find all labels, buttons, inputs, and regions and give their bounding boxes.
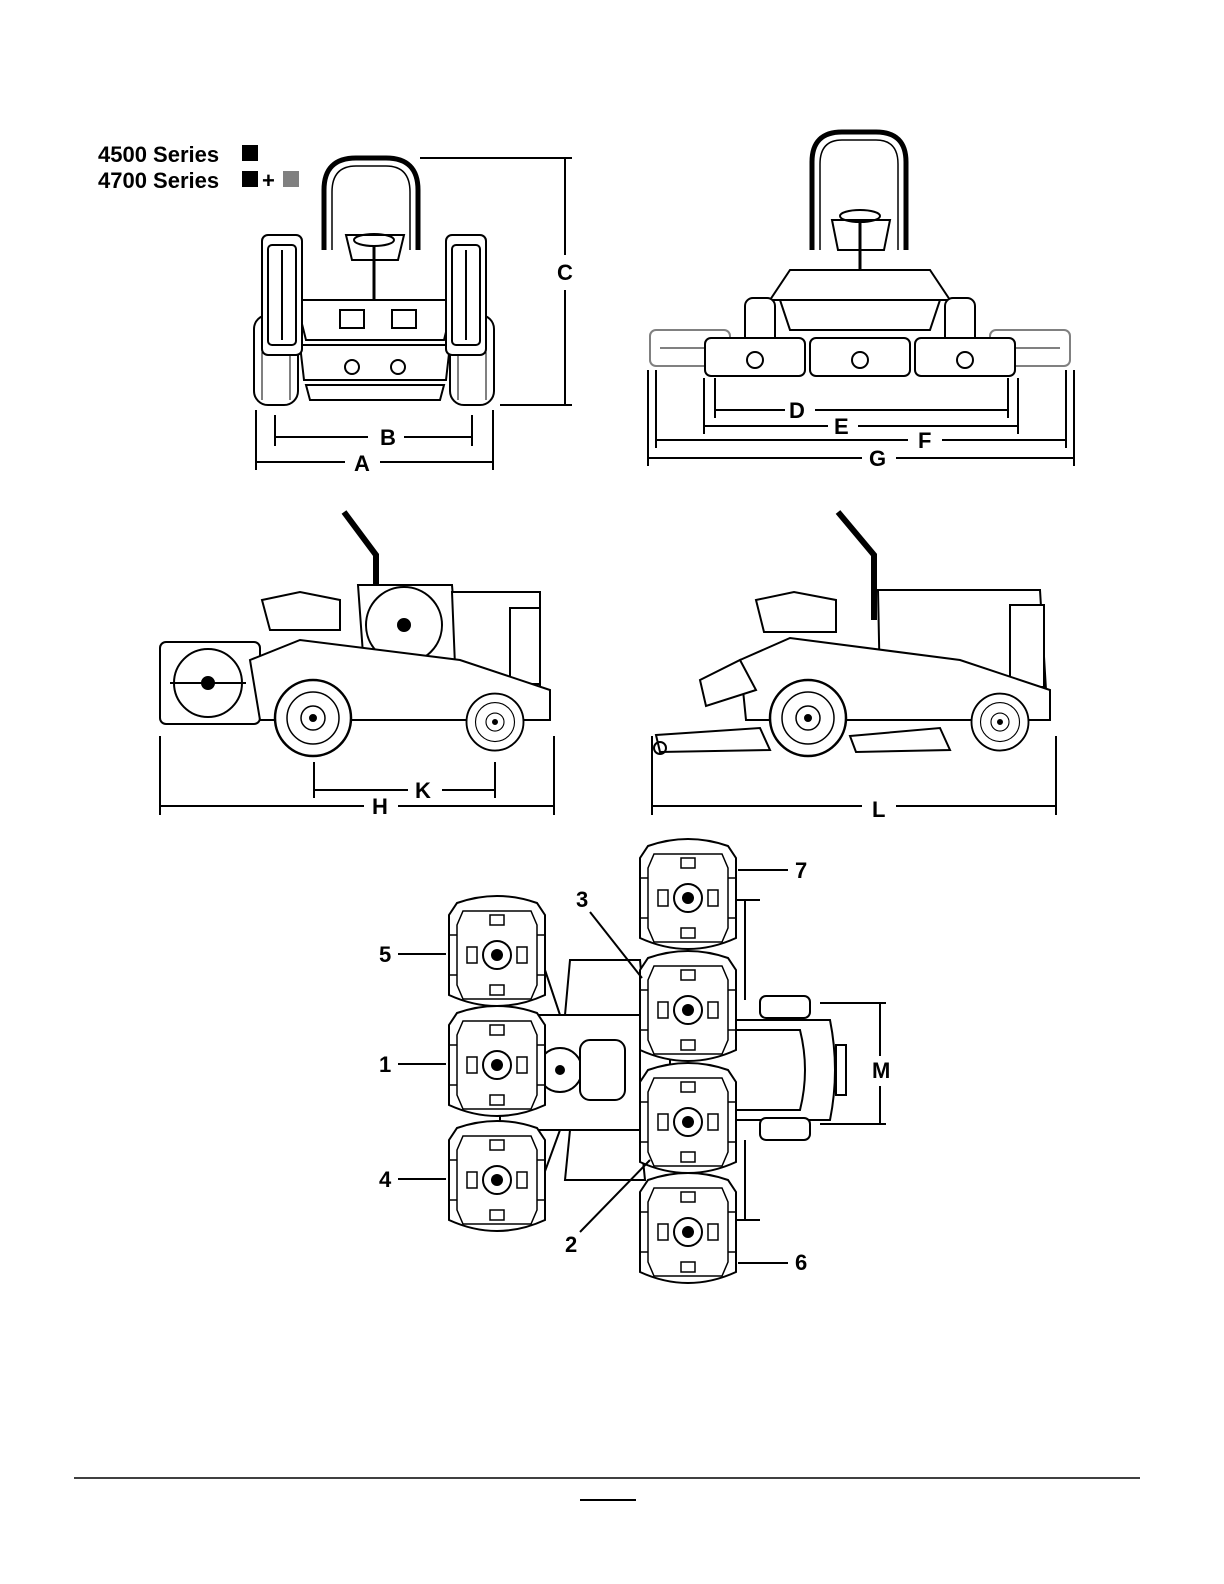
deck-3 — [640, 951, 736, 1061]
callout-2: 2 — [565, 1232, 577, 1257]
legend-gray-swatch — [283, 171, 299, 187]
callout-7: 7 — [795, 858, 807, 883]
dimension-label-d: D — [789, 398, 805, 423]
legend-black-swatch-2 — [242, 171, 258, 187]
legend-4700-label: 4700 Series — [98, 168, 219, 193]
callout-4: 4 — [379, 1167, 392, 1192]
dimension-label-f: F — [918, 428, 931, 453]
callout-3: 3 — [576, 887, 588, 912]
dimension-label-e: E — [834, 414, 849, 439]
front-view-4500 — [254, 158, 494, 405]
dimension-label-m: M — [872, 1058, 890, 1083]
deck-1 — [449, 1006, 545, 1116]
dimension-label-l: L — [872, 797, 885, 822]
deck-5 — [449, 896, 545, 1006]
dimension-label-b: B — [380, 425, 396, 450]
side-view-4500 — [160, 512, 550, 756]
dimension-lines-front-4700 — [648, 370, 1074, 466]
legend-4500-label: 4500 Series — [98, 142, 219, 167]
dimension-label-a: A — [354, 451, 370, 476]
dimension-label-c: C — [557, 260, 573, 285]
series-legend: 4500 Series 4700 Series + — [98, 142, 299, 193]
deck-6 — [640, 1173, 736, 1283]
side-view-4700 — [654, 512, 1050, 756]
dimension-label-k: K — [415, 778, 431, 803]
callout-1: 1 — [379, 1052, 391, 1077]
callout-5: 5 — [379, 942, 391, 967]
dimension-label-h: H — [372, 794, 388, 819]
callout-6: 6 — [795, 1250, 807, 1275]
deck-4 — [449, 1121, 545, 1231]
deck-2 — [640, 1063, 736, 1173]
dimension-label-g: G — [869, 446, 886, 471]
deck-7 — [640, 839, 736, 949]
front-view-4700 — [650, 132, 1070, 376]
legend-black-swatch — [242, 145, 258, 161]
legend-plus-sign: + — [262, 168, 275, 193]
